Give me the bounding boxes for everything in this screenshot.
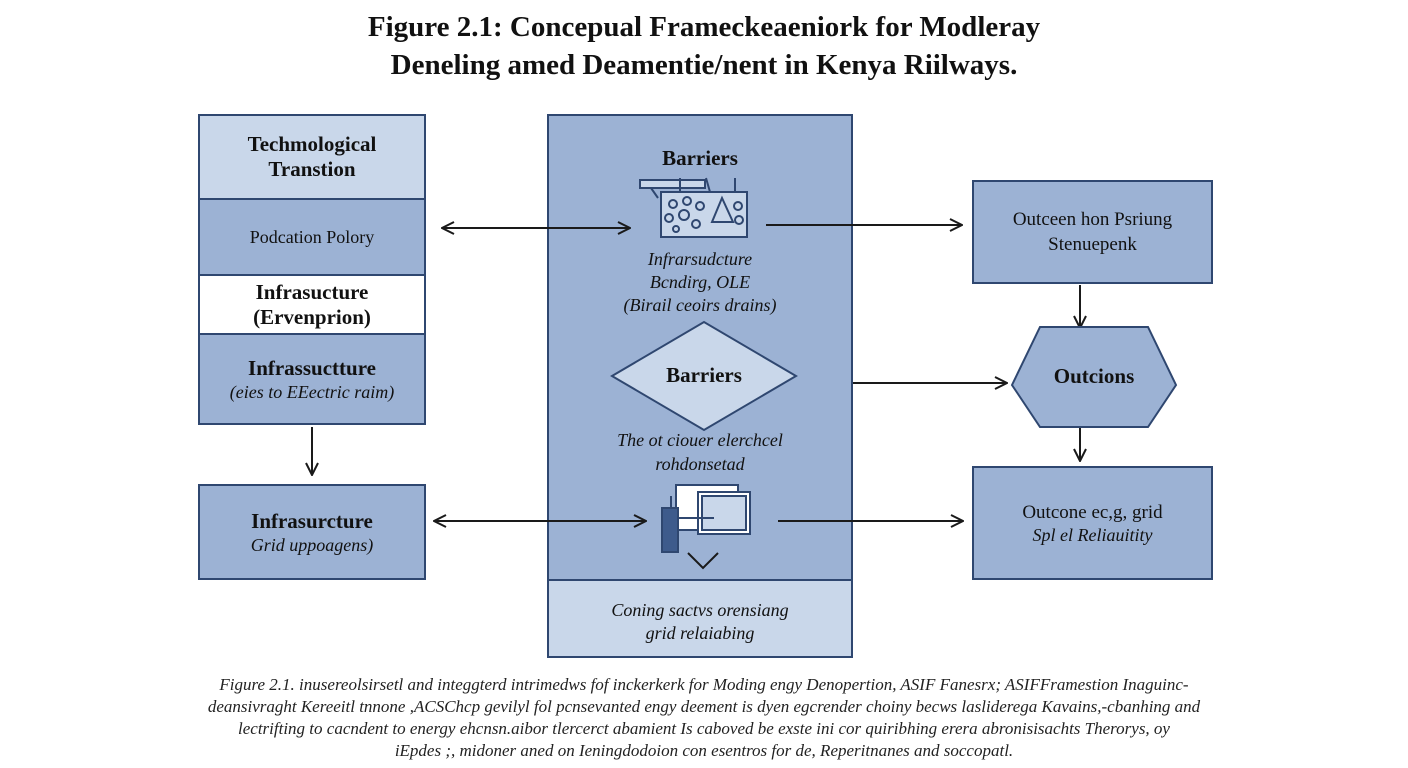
figure-title-line-1: Figure 2.1: Concepual Frameckeaeniork fo… xyxy=(367,11,1041,43)
infra-text-line-3: (Birail ceoirs drains) xyxy=(623,295,777,315)
barriers-column: Barriers Infrarsudcture Bcndirg, OLE (Bi… xyxy=(547,114,853,658)
outcome-bottom-line-1: Outcone ec,g, grid xyxy=(1022,501,1163,523)
bottom-text-line-2: grid relaiabing xyxy=(645,623,755,643)
infra-text-line-1: Infrarsudcture xyxy=(647,249,753,269)
bottom-text-line-1: Coning sactvs orensiang xyxy=(611,600,789,620)
figure-caption: Figure 2.1. inusereolsirsetl and integgt… xyxy=(100,674,1308,762)
infra-text-line-2: Bcndirg, OLE xyxy=(649,272,751,292)
mid-text-line-1: The ot ciouer elerchcel xyxy=(617,430,783,450)
infra-env-box: Infrasucture (Ervenprion) xyxy=(200,276,424,333)
outcome-top-box: Outceen hon Psriung Stenuepenk xyxy=(972,180,1213,284)
infra-elec-title: Infrassuctture xyxy=(248,355,376,380)
substation-icon xyxy=(661,484,751,570)
caption-line-4: iEpdes ;, midoner aned on Ieningdodoion … xyxy=(394,741,1014,760)
outcome-bottom-box: Outcone ec,g, grid Spl el Reliauitity xyxy=(972,466,1213,580)
outcions-label: Outcions xyxy=(1053,364,1135,388)
infra-elec-box: Infrassuctture (eies to EEectric raim) xyxy=(198,333,426,425)
tech-transition-box: Techmological Transtion xyxy=(200,116,424,200)
caption-line-2: deansivraght Kereeitl tnnone ,ACSChcp ge… xyxy=(207,697,1201,716)
infra-grid-title: Infrasurcture xyxy=(251,508,373,533)
barriers-diamond xyxy=(610,320,798,432)
mid-text-line-2: rohdonsetad xyxy=(655,454,745,474)
infra-grid-sub: Grid uppoagens) xyxy=(250,534,374,555)
barriers-diamond-label: Barriers xyxy=(666,363,742,387)
barriers-mesh-icon xyxy=(639,177,748,238)
figure-title-line-2: Deneling amed Deamentie/nent in Kenya Ri… xyxy=(390,49,1018,81)
tech-transition-label: Techmological Transtion xyxy=(247,132,377,181)
infra-env-title: Infrasucture xyxy=(255,279,369,304)
outcome-top-label: Outceen hon Psriung Stenuepenk xyxy=(1012,209,1173,255)
outcions-hexagon xyxy=(1010,326,1178,428)
caption-line-3: lectrifting to cacndent to energy ehcnsn… xyxy=(238,719,1170,738)
outcome-bottom-line-2: Spl el Reliauitity xyxy=(1032,524,1153,545)
infra-env-sub: (Ervenprion) xyxy=(253,304,371,329)
center-bottom-section: Coning sactvs orensiang grid relaiabing xyxy=(549,579,851,656)
pod-policy-box: Podcation Polory xyxy=(200,200,424,276)
infra-grid-box: Infrasurcture Grid uppoagens) xyxy=(198,484,426,580)
barriers-top-label: Barriers xyxy=(662,146,738,170)
left-stack: Techmological Transtion Podcation Polory… xyxy=(198,114,426,335)
infra-elec-sub: (eies to EEectric raim) xyxy=(229,381,395,402)
pod-policy-label: Podcation Polory xyxy=(249,227,375,247)
caption-line-1: Figure 2.1. inusereolsirsetl and integgt… xyxy=(219,675,1189,694)
